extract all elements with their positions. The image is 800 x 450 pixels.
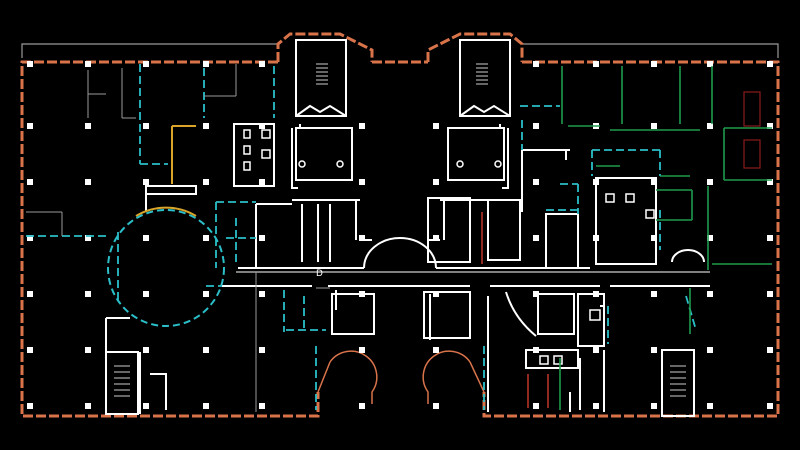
column (27, 347, 33, 353)
column (259, 61, 265, 67)
column (767, 347, 773, 353)
column (433, 123, 439, 129)
column (533, 61, 539, 67)
column (767, 123, 773, 129)
column (85, 235, 91, 241)
column (651, 347, 657, 353)
column (767, 61, 773, 67)
column (259, 347, 265, 353)
column (85, 291, 91, 297)
column (143, 291, 149, 297)
column (143, 235, 149, 241)
column (533, 347, 539, 353)
interior-walls (105, 123, 710, 414)
column (359, 347, 365, 353)
column (203, 291, 209, 297)
column (533, 291, 539, 297)
column (85, 123, 91, 129)
column (203, 347, 209, 353)
column (593, 235, 599, 241)
column (651, 61, 657, 67)
restroom-fixtures (243, 129, 655, 365)
column (203, 403, 209, 409)
column (27, 291, 33, 297)
rotunda (107, 209, 225, 327)
column (707, 403, 713, 409)
column (203, 123, 209, 129)
column (651, 291, 657, 297)
column (143, 123, 149, 129)
column (359, 123, 365, 129)
column (767, 291, 773, 297)
column (651, 235, 657, 241)
column (27, 61, 33, 67)
column (767, 179, 773, 185)
structural-columns (27, 61, 773, 409)
column (433, 179, 439, 185)
column (359, 235, 365, 241)
column (143, 347, 149, 353)
column (707, 291, 713, 297)
column (203, 235, 209, 241)
red-fixtures (743, 91, 761, 169)
exterior-wall (20, 32, 780, 418)
cyan-partitions (26, 64, 697, 410)
column (433, 291, 439, 297)
red-markers (481, 212, 549, 408)
column (85, 347, 91, 353)
column (593, 403, 599, 409)
column (593, 179, 599, 185)
roof-outline (21, 43, 779, 58)
column (533, 403, 539, 409)
column (707, 61, 713, 67)
column (707, 235, 713, 241)
column (85, 179, 91, 185)
column (533, 123, 539, 129)
column (707, 123, 713, 129)
column (593, 61, 599, 67)
column (203, 61, 209, 67)
column (533, 235, 539, 241)
column (259, 123, 265, 129)
column (359, 179, 365, 185)
column (259, 291, 265, 297)
column (27, 403, 33, 409)
column (143, 61, 149, 67)
column (651, 179, 657, 185)
column (593, 291, 599, 297)
room-label: D (316, 269, 323, 279)
column (259, 179, 265, 185)
column (707, 179, 713, 185)
column (143, 403, 149, 409)
column (259, 403, 265, 409)
column (27, 179, 33, 185)
column (651, 403, 657, 409)
column (203, 179, 209, 185)
stair-treads (114, 63, 686, 397)
column (767, 403, 773, 409)
grey-partitions (26, 64, 330, 289)
rotunda-arc-yellow (135, 125, 197, 217)
column (85, 403, 91, 409)
column (143, 179, 149, 185)
column (359, 403, 365, 409)
column (651, 123, 657, 129)
column (593, 347, 599, 353)
stair-cores (105, 39, 695, 417)
column (359, 291, 365, 297)
bottom-rotundas (317, 350, 485, 404)
column (85, 61, 91, 67)
column (433, 403, 439, 409)
column (433, 235, 439, 241)
green-partitions (559, 66, 772, 410)
column (707, 347, 713, 353)
column (27, 123, 33, 129)
column (27, 235, 33, 241)
column (533, 179, 539, 185)
column (259, 235, 265, 241)
column (767, 235, 773, 241)
column (433, 347, 439, 353)
